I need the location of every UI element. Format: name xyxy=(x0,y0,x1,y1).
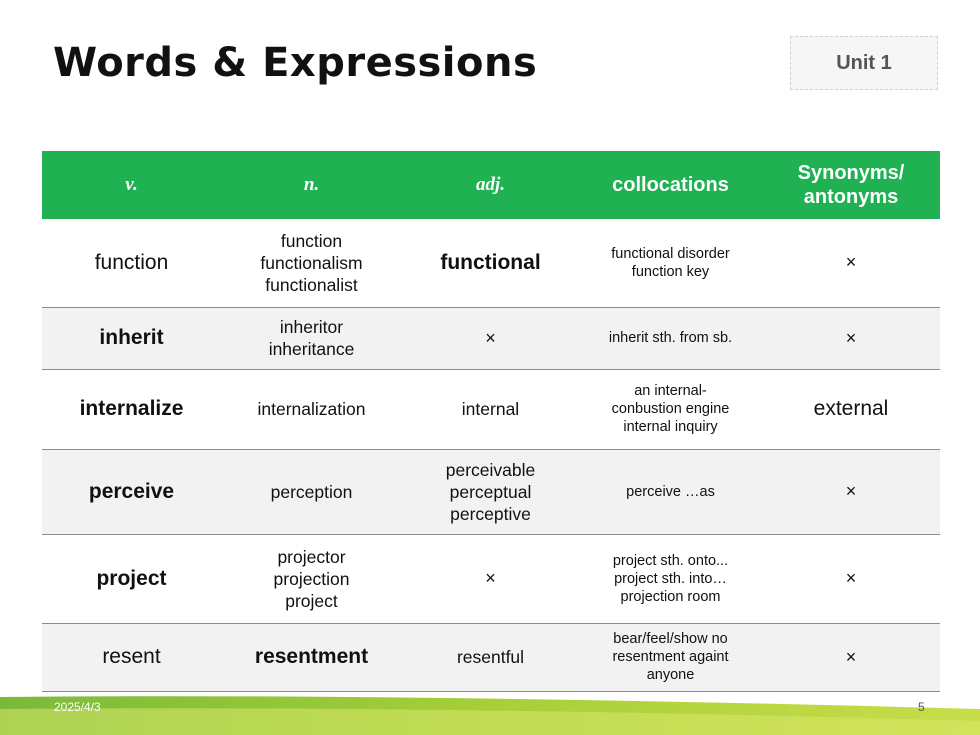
header-adjective: adj. xyxy=(402,151,579,219)
header-verb: v. xyxy=(42,151,221,219)
synonym-cell: × xyxy=(762,623,940,692)
adjective-item: perceptual xyxy=(449,481,532,502)
synonym-cell: × xyxy=(762,534,940,624)
noun-item: function xyxy=(280,230,343,251)
adjective-cell: perceivable perceptual perceptive xyxy=(402,449,579,535)
collocation-item: perceive …as xyxy=(626,483,715,500)
collocation-item: inherit sth. from sb. xyxy=(608,330,733,346)
collocation-cell: functional disorder function key xyxy=(579,219,762,308)
noun-item: internalization xyxy=(257,399,366,419)
page-number: 5 xyxy=(918,700,925,714)
noun-item: perception xyxy=(270,481,353,502)
table-row: perceive perception perceivable perceptu… xyxy=(42,449,940,535)
collocation-item: function key xyxy=(631,263,710,280)
header-collocations: collocations xyxy=(579,151,762,219)
header-synonyms-text: Synonyms/ antonyms xyxy=(797,162,905,208)
table-row: project projector projection project × p… xyxy=(42,534,940,624)
noun-item: projection xyxy=(273,568,350,589)
header-synonyms-antonyms: Synonyms/ antonyms xyxy=(762,151,940,219)
noun-cell: resentment xyxy=(221,623,402,692)
noun-item: project xyxy=(285,590,338,611)
unit-badge: Unit 1 xyxy=(790,36,938,90)
verb-cell: internalize xyxy=(42,369,221,450)
synonym-cell: external xyxy=(762,369,940,450)
table-row: resent resentment resentful bear/feel/sh… xyxy=(42,623,940,692)
adjective-cell: internal xyxy=(402,369,579,450)
footer-date: 2025/4/3 xyxy=(54,700,101,714)
header-noun: n. xyxy=(221,151,402,219)
verb-cell: inherit xyxy=(42,307,221,370)
page-title: Words & Expressions xyxy=(53,40,538,86)
verb-cell: project xyxy=(42,534,221,624)
collocation-item: resentment againt xyxy=(612,649,729,665)
noun-item: inheritance xyxy=(268,339,355,359)
table-header-row: v. n. adj. collocations Synonyms/ antony… xyxy=(42,151,940,219)
vocabulary-table: v. n. adj. collocations Synonyms/ antony… xyxy=(42,151,940,692)
collocation-cell: inherit sth. from sb. xyxy=(579,307,762,370)
noun-item: functionalist xyxy=(265,274,358,295)
noun-item: inheritor xyxy=(279,317,344,337)
table-row: function function functionalism function… xyxy=(42,219,940,308)
adjective-cell: × xyxy=(402,307,579,370)
synonym-cell: × xyxy=(762,307,940,370)
collocation-item: an internal- xyxy=(634,383,707,399)
noun-cell: inheritor inheritance xyxy=(221,307,402,370)
collocation-item: conbustion engine xyxy=(611,401,730,417)
collocation-item: anyone xyxy=(646,667,695,683)
collocation-item: internal inquiry xyxy=(623,419,718,435)
table-row: inherit inheritor inheritance × inherit … xyxy=(42,307,940,370)
noun-cell: perception xyxy=(221,449,402,535)
collocation-cell: project sth. onto... project sth. into… … xyxy=(579,534,762,624)
collocation-cell: an internal- conbustion engine internal … xyxy=(579,369,762,450)
collocation-item: project sth. into… xyxy=(614,570,727,587)
collocation-cell: bear/feel/show no resentment againt anyo… xyxy=(579,623,762,692)
adjective-item: perceivable xyxy=(445,459,536,480)
verb-cell: resent xyxy=(42,623,221,692)
verb-cell: perceive xyxy=(42,449,221,535)
adjective-cell: functional xyxy=(402,219,579,308)
noun-cell: projector projection project xyxy=(221,534,402,624)
noun-item: projector xyxy=(277,546,346,567)
adjective-cell: × xyxy=(402,534,579,624)
collocation-item: bear/feel/show no xyxy=(613,631,728,647)
collocation-cell: perceive …as xyxy=(579,449,762,535)
bottom-wave-decoration xyxy=(0,696,980,735)
synonym-cell: × xyxy=(762,219,940,308)
table-row: internalize internalization internal an … xyxy=(42,369,940,450)
verb-cell: function xyxy=(42,219,221,308)
collocation-item: functional disorder xyxy=(611,245,730,262)
noun-cell: internalization xyxy=(221,369,402,450)
synonym-cell: × xyxy=(762,449,940,535)
collocation-item: projection room xyxy=(620,588,721,605)
adjective-cell: resentful xyxy=(402,623,579,692)
collocation-item: project sth. onto... xyxy=(612,552,729,569)
noun-cell: function functionalism functionalist xyxy=(221,219,402,308)
adjective-item: perceptive xyxy=(450,503,531,524)
noun-item: functionalism xyxy=(260,252,363,273)
